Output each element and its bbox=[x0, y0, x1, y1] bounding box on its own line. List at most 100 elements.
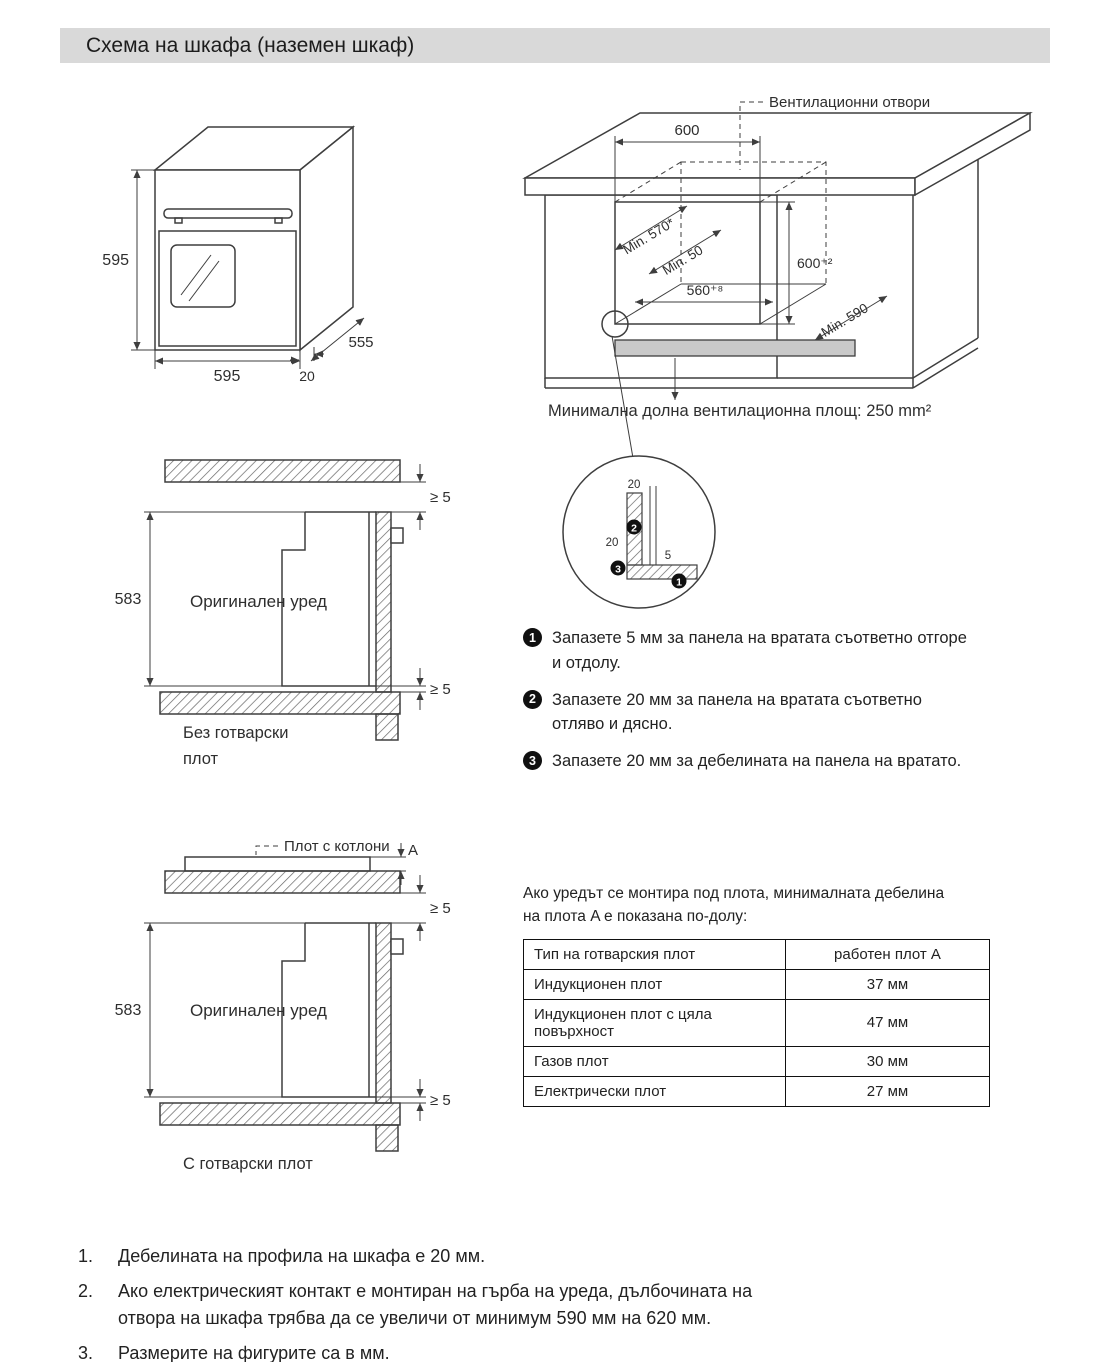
gap-top-label: ≥ 5 bbox=[430, 900, 451, 917]
mounting-bracket bbox=[390, 938, 404, 955]
footnote-text: Размерите на фигурите са в мм. bbox=[118, 1343, 390, 1362]
corner-detail-callout: 20 2 20 3 5 1 bbox=[562, 455, 716, 609]
table-row: Индукционен плот с цяла повърхност 47 мм bbox=[523, 998, 990, 1047]
detail-dim-left: 20 bbox=[606, 537, 619, 549]
section-title: Схема на шкафа (наземен шкаф) bbox=[86, 33, 415, 57]
svg-text:1: 1 bbox=[676, 577, 682, 589]
appliance-outline bbox=[281, 922, 376, 1098]
detail-badge-3 bbox=[610, 560, 626, 576]
door-panel-notes: 1 Запазете 5 мм за панела на вратата съо… bbox=[523, 626, 1043, 774]
detail-dim-top: 20 bbox=[628, 479, 641, 491]
note-badge-1: 1 bbox=[523, 628, 542, 647]
hob-thickness-table: Тип на готварския плот работен плот A Ин… bbox=[523, 938, 990, 1107]
table-row: Електрически плот 27 мм bbox=[523, 1075, 990, 1107]
cabinet-3d-diagram: Вентилационни отвори 600 600⁺² 560⁺⁸ Min… bbox=[522, 94, 1033, 609]
section-no-hob-diagram: ≥ 5 ≥ 5 583 Оригинален уред bbox=[115, 459, 451, 741]
countertop-section bbox=[164, 459, 401, 483]
side-panel-section bbox=[375, 511, 392, 693]
note-badge-3: 3 bbox=[523, 751, 542, 770]
table-row: Газов плот 30 мм bbox=[523, 1045, 990, 1077]
niche-height-label: 600⁺² bbox=[797, 255, 833, 271]
note-text-1: Запазете 5 мм за панела на вратата съотв… bbox=[552, 629, 967, 672]
vent-area-caption: Минимална долна вентилационна площ: 250 … bbox=[548, 402, 932, 420]
bottom-panel-section bbox=[159, 1102, 401, 1126]
table-row: Индукционен плот 37 мм bbox=[523, 968, 990, 1000]
row-value: 37 мм bbox=[785, 968, 990, 1000]
hob-thickness-label: A bbox=[408, 842, 418, 859]
gap-top-label: ≥ 5 bbox=[430, 489, 451, 506]
appliance-label: Оригинален уред bbox=[190, 592, 327, 611]
detail-callout-marker bbox=[601, 310, 629, 338]
row-type: Газов плот bbox=[523, 1045, 786, 1077]
min-590-label: Min. 590 bbox=[819, 300, 871, 340]
oven-window bbox=[170, 244, 236, 308]
appliance-height-label: 583 bbox=[115, 1002, 142, 1019]
oven-height-label: 595 bbox=[102, 252, 129, 269]
oven-handle bbox=[163, 208, 293, 219]
section-structure bbox=[159, 856, 404, 1152]
oven-door-offset-label: 20 bbox=[299, 368, 315, 384]
note-item-3: 3 Запазете 20 мм за дебелината на панела… bbox=[523, 749, 1043, 774]
note-text-3: Запазете 20 мм за дебелината на панела н… bbox=[552, 752, 962, 770]
vent-leader-line bbox=[739, 101, 763, 170]
hob-label: Плот с котлони bbox=[284, 838, 390, 855]
gap-bottom-label: ≥ 5 bbox=[430, 1092, 451, 1109]
oven-3d-diagram: 595 595 20 555 bbox=[102, 125, 374, 385]
section-dimensions: ≥ 5 ≥ 5 583 Оригинален уред bbox=[115, 464, 451, 710]
gap-bottom-label: ≥ 5 bbox=[430, 681, 451, 698]
row-value: 30 мм bbox=[785, 1045, 990, 1077]
top-width-label: 600 bbox=[674, 122, 699, 139]
side-panel-section bbox=[375, 922, 392, 1104]
caption-with-hob: С готварски плот bbox=[183, 1155, 313, 1173]
footnote-list: 1. Дебелината на профила на шкафа е 20 м… bbox=[78, 1243, 878, 1362]
row-value: 27 мм bbox=[785, 1075, 990, 1107]
hob-table-intro: Ако уредът се монтира под плота, минимал… bbox=[523, 885, 945, 926]
oven-width-label: 595 bbox=[214, 368, 241, 385]
niche-width-label: 560⁺⁸ bbox=[687, 282, 724, 298]
footnote-2: 2. Ако електрическият контакт е монтиран… bbox=[78, 1278, 878, 1332]
note-item-1: 1 Запазете 5 мм за панела на вратата съо… bbox=[523, 626, 1043, 676]
detail-badge-1 bbox=[671, 573, 687, 589]
oven-depth-label: 555 bbox=[348, 334, 373, 351]
note-text-2: Запазете 20 мм за панела на вратата съот… bbox=[552, 690, 922, 734]
bottom-panel-section bbox=[159, 691, 401, 715]
ventilation-slot bbox=[614, 339, 856, 357]
footnote-number: 3. bbox=[78, 1343, 94, 1362]
appliance-label: Оригинален уред bbox=[190, 1001, 327, 1020]
hob-table-block: Ако уредът се монтира под плота, минимал… bbox=[523, 882, 990, 1107]
footnote-3: 3. Размерите на фигурите са в мм. bbox=[78, 1340, 878, 1362]
svg-text:3: 3 bbox=[615, 564, 621, 576]
section-structure bbox=[159, 459, 404, 741]
countertop-section bbox=[164, 870, 401, 894]
mounting-bracket bbox=[390, 527, 404, 544]
detail-connector-line bbox=[611, 335, 634, 459]
section-dimensions: Плот с котлони A ≥ 5 ≥ 5 583 Оригинален … bbox=[115, 838, 451, 1121]
note-item-2: 2 Запазете 20 мм за панела на вратата съ… bbox=[523, 688, 1043, 738]
oven-door bbox=[158, 230, 297, 347]
section-header: Схема на шкафа (наземен шкаф) bbox=[60, 28, 1050, 63]
footnote-text: Дебелината на профила на шкафа е 20 мм. bbox=[118, 1246, 486, 1266]
oven-body bbox=[152, 125, 356, 352]
appliance-height-label: 583 bbox=[115, 591, 142, 608]
detail-dim-right: 5 bbox=[665, 550, 671, 562]
appliance-outline bbox=[281, 511, 376, 687]
table-header-type: Тип на готварския плот bbox=[523, 938, 786, 970]
oven-dimensions: 595 595 20 555 bbox=[102, 169, 374, 385]
svg-text:2: 2 bbox=[631, 523, 637, 535]
footnote-1: 1. Дебелината на профила на шкафа е 20 м… bbox=[78, 1243, 878, 1270]
caption-no-hob: Без готварски плот bbox=[183, 724, 289, 769]
footnote-number: 2. bbox=[78, 1281, 94, 1301]
row-type: Електрически плот bbox=[523, 1075, 786, 1107]
table-header-value: работен плот A bbox=[785, 938, 990, 970]
note-badge-2: 2 bbox=[523, 689, 542, 709]
footnote-text: Ако електрическият контакт е монтиран на… bbox=[118, 1281, 753, 1328]
row-type: Индукционен плот bbox=[523, 968, 786, 1000]
row-value: 47 мм bbox=[785, 998, 990, 1047]
section-with-hob-diagram: Плот с котлони A ≥ 5 ≥ 5 583 Оригинален … bbox=[115, 838, 451, 1152]
vent-openings-label: Вентилационни отвори bbox=[769, 94, 930, 111]
hob-leader-line bbox=[255, 845, 278, 855]
hob-slab bbox=[184, 856, 371, 872]
detail-badge-2 bbox=[626, 519, 642, 535]
row-type: Индукционен плот с цяла повърхност bbox=[523, 998, 786, 1047]
